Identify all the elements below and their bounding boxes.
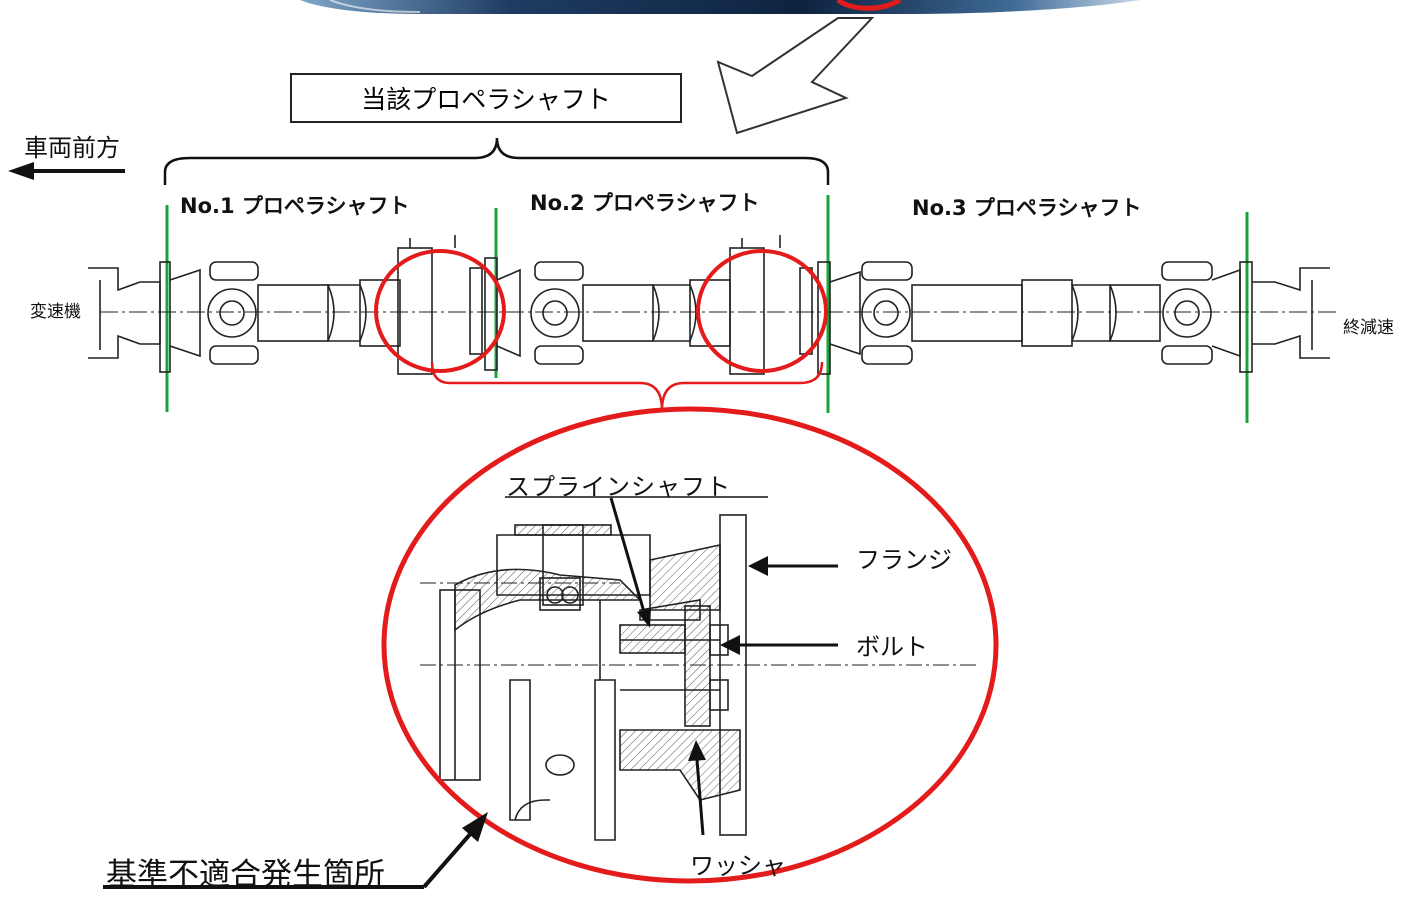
detail-pointers xyxy=(609,497,838,836)
shaft2-label: No.2 プロペラシャフト xyxy=(530,191,760,215)
detail-zoom xyxy=(381,406,999,884)
vehicle-front-label: 車両前方 xyxy=(24,134,120,162)
transmission-label: 変速機 xyxy=(30,302,81,322)
target-shaft-box: 当該プロペラシャフト xyxy=(290,73,682,123)
bolt-label: ボルト xyxy=(856,633,928,661)
final-reduction-label: 終減速 xyxy=(1343,318,1394,338)
nonconformity-label: 基準不適合発生箇所 xyxy=(106,857,385,893)
shaft3-label: No.3 プロペラシャフト xyxy=(912,196,1142,220)
vehicle-location-marker xyxy=(836,0,902,11)
zoom-arrow xyxy=(716,17,875,135)
joint-highlights xyxy=(374,249,828,373)
joint-highlight-2 xyxy=(696,249,828,373)
target-shaft-label: 当該プロペラシャフト xyxy=(361,85,611,114)
flange-label: フランジ xyxy=(856,546,952,574)
vehicle-image xyxy=(300,0,1140,14)
washer-label: ワッシャ xyxy=(690,852,786,880)
target-brace xyxy=(163,137,830,185)
nonconformity-pointer xyxy=(103,812,488,889)
shaft1-label: No.1 プロペラシャフト xyxy=(180,194,410,218)
joint-highlight-1 xyxy=(374,249,506,373)
shaft-dividers xyxy=(165,195,1249,423)
propeller-shaft-drawing xyxy=(88,235,1340,375)
vehicle-front-arrow xyxy=(8,162,125,180)
detail-zoom-ellipse xyxy=(381,406,999,884)
spline-shaft-label: スプラインシャフト xyxy=(506,473,731,501)
